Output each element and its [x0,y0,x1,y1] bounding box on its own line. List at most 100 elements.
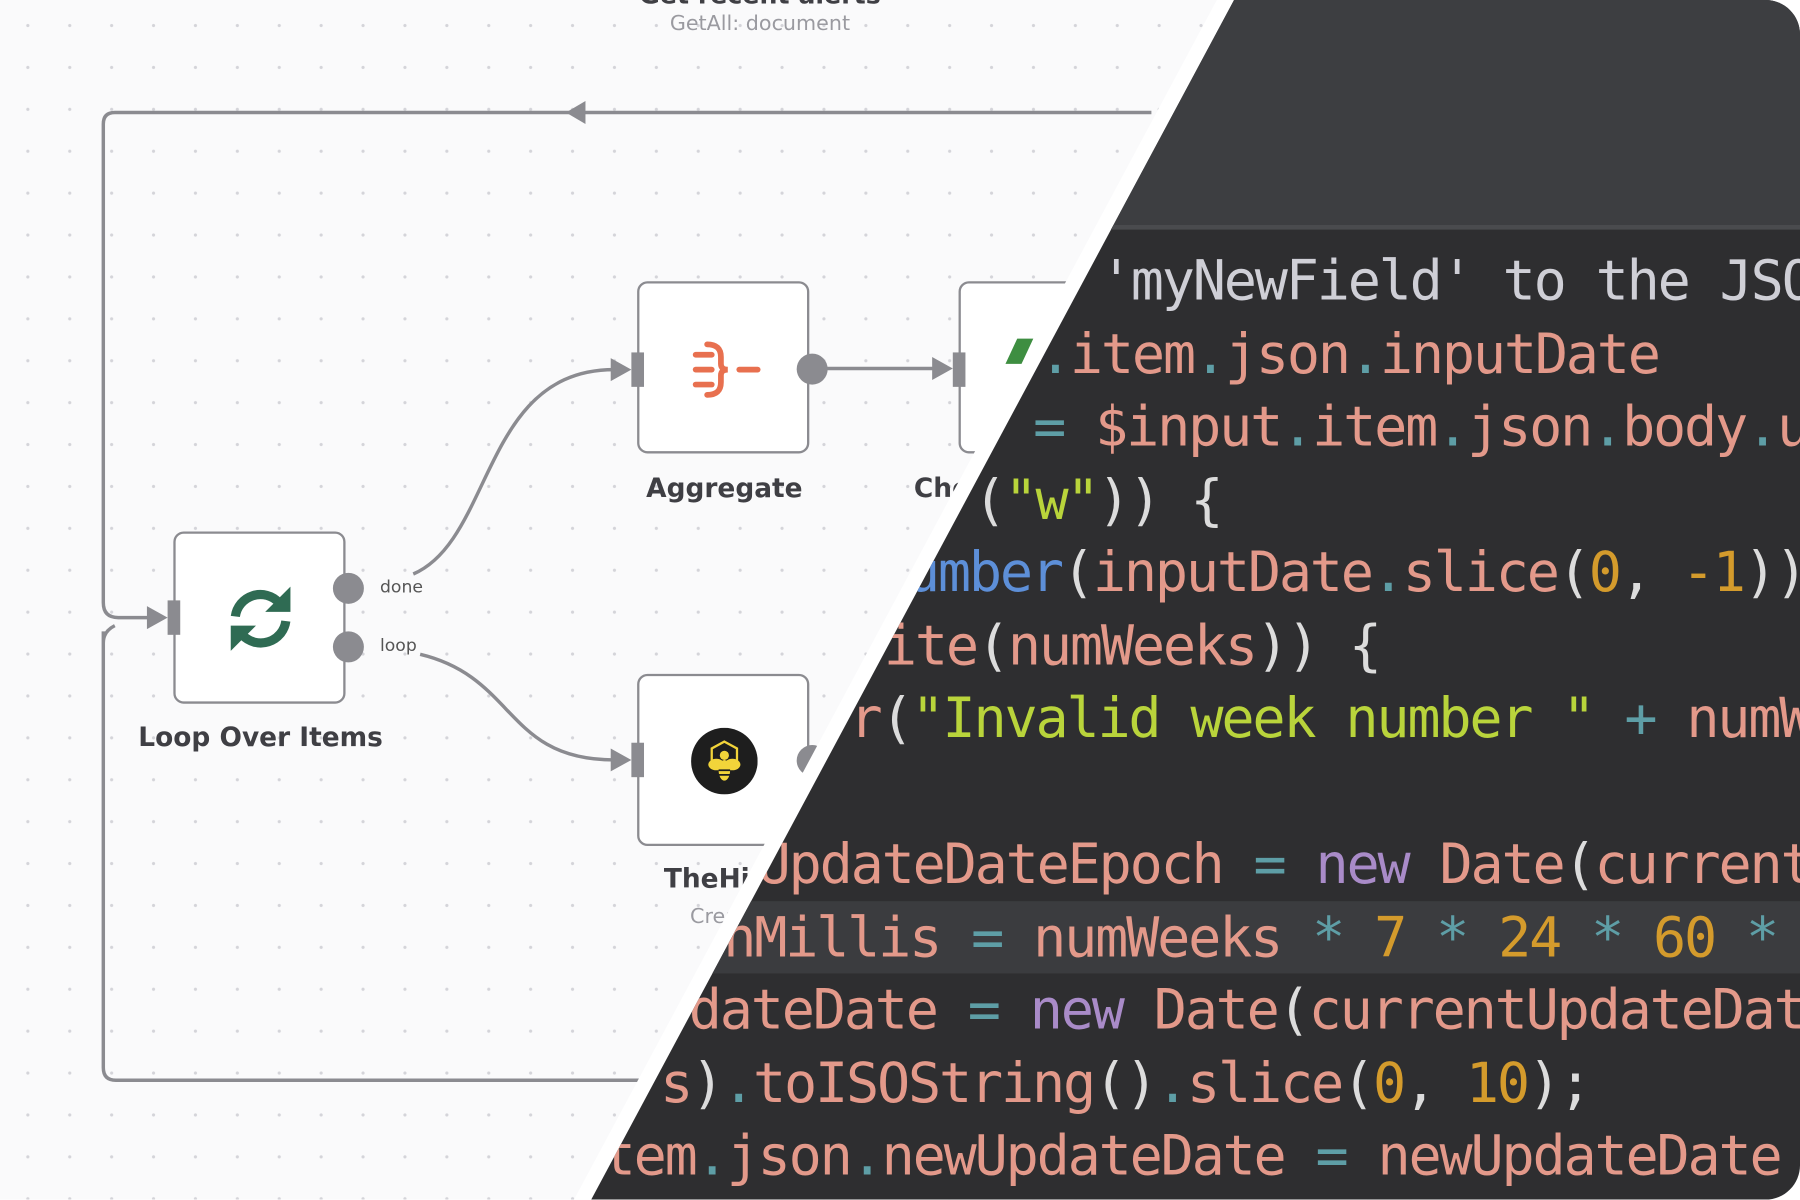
code-token: ( [880,686,913,751]
code-token: dateDate [688,978,939,1043]
code-line[interactable]: ("w")) { [973,472,1223,527]
arrow-right-icon [932,357,953,380]
code-token: ( [1341,1050,1375,1116]
code-line[interactable]: tem.json.newUpdateDate = newUpdateDate [603,1128,1783,1183]
code-token: . [1348,322,1382,387]
code-token: Date [1408,832,1566,897]
code-token: slice [1186,1050,1344,1116]
port-label-done: done [379,576,423,597]
code-token: ) [691,1050,724,1116]
code-line[interactable]: .item.json.inputDate [1039,327,1661,382]
code-token: . [722,1050,755,1116]
code-line[interactable]: umber(inputDate.slice(0, -1)) [907,545,1800,600]
code-token: , [1619,540,1682,605]
code-token: item [1069,322,1196,387]
code-token: $input [1095,394,1283,460]
connection-loop-to-thehive [419,652,615,762]
code-token: 24 [1498,905,1562,970]
code-token: * [1560,905,1654,970]
connection-loop-return [101,624,643,1082]
code-line[interactable]: r("Invalid week number " + numW [849,691,1800,746]
code-line[interactable]: = $input.item.json.body.u [1033,399,1800,454]
code-token: . [695,1123,729,1189]
code-token: )) { [1255,613,1382,678]
code-token: json [1467,394,1593,460]
code-token: ( [973,467,1006,533]
code-token: ( [1061,540,1095,605]
node-aggregate[interactable] [637,281,810,454]
code-token: UpdateDateEpoch [757,832,1225,897]
code-token: . [1155,1050,1189,1116]
code-token: 7 [1374,905,1407,970]
port-label-loop: loop [379,634,417,656]
code-token: body [1622,394,1748,460]
code-token: ( [1563,832,1597,897]
code-token: = [1033,394,1096,460]
code-token: numW [1686,686,1800,751]
code-token: Date [1122,978,1280,1043]
loop-input-handle[interactable] [167,600,181,635]
arrow-right-icon [610,748,632,772]
code-token: ( [1277,978,1311,1043]
code-token: )) { [1097,467,1223,533]
code-token: json [726,1123,853,1189]
code-token: 0 [1372,1050,1406,1116]
code-token: . [1746,394,1779,460]
loop-loop-output-handle[interactable] [332,631,364,663]
code-token: * [1281,905,1375,970]
code-line[interactable]: UpdateDateEpoch = new Date(current [758,837,1800,892]
code-line[interactable]: ite(numWeeks)) { [884,618,1382,673]
code-token: + [1593,686,1687,751]
code-line[interactable]: dateDate = new Date(currentUpdateDat [689,983,1800,1038]
code-token: )) [1743,540,1800,605]
code-token: json [1224,322,1351,387]
code-token: -1 [1681,540,1746,605]
code-token: toISOString [753,1050,1096,1116]
connection-done-to-aggregate [412,367,615,576]
code-token: ite [883,613,979,678]
code-line[interactable]: nMillis = numWeeks * 7 * 24 * 60 * [723,910,1800,965]
code-token: newUpdateDate [1377,1123,1783,1189]
code-token: slice [1402,540,1560,605]
node-loop-over-items[interactable] [173,531,346,704]
arrow-right-icon [610,358,632,382]
aggregate-output-handle[interactable] [796,353,828,385]
thehive-input-handle[interactable] [631,742,645,778]
code-token: u [1777,395,1800,459]
code-token: 0 [1588,540,1622,605]
loop-done-output-handle[interactable] [332,572,364,604]
code-token: nMillis [723,905,942,970]
code-token: current [1594,832,1800,897]
code-token: 10 [1465,1050,1530,1116]
node-get-recent-alerts-title[interactable]: Get recent alerts [639,0,881,10]
code-token: newUpdateDate [881,1123,1287,1189]
code-token: s [660,1050,693,1116]
code-line[interactable]: s).toISOString().slice(0, 10); [660,1056,1592,1111]
code-token: = [940,905,1034,970]
code-token: new [1029,978,1125,1043]
connection-back-to-loop [101,110,1152,620]
bee-icon [691,727,758,795]
code-token: ( [976,613,1010,678]
node-get-recent-alerts-subtitle: GetAll: document [669,11,851,36]
code-token: . [1436,394,1469,460]
code-token: . [1591,394,1624,460]
arrow-left-icon [565,101,586,124]
code-token: 60 [1653,905,1717,970]
aggregate-input-handle[interactable] [631,352,645,387]
code-token: () [1093,1050,1158,1116]
code-token: ( [1557,540,1591,605]
code-token: new [1315,832,1411,897]
code-token: . [1281,394,1314,460]
code-token: "w" [1004,467,1099,533]
code-token: item [1312,394,1438,460]
code-token: numWeeks [1007,613,1258,678]
code-token: = [936,978,1030,1043]
refresh-icon [230,586,291,651]
code-token: inputDate [1379,322,1661,387]
check-input-handle[interactable] [952,352,966,387]
code-line[interactable]: 'myNewField' to the JSO [1100,254,1800,309]
active-line-highlight [591,901,1800,974]
